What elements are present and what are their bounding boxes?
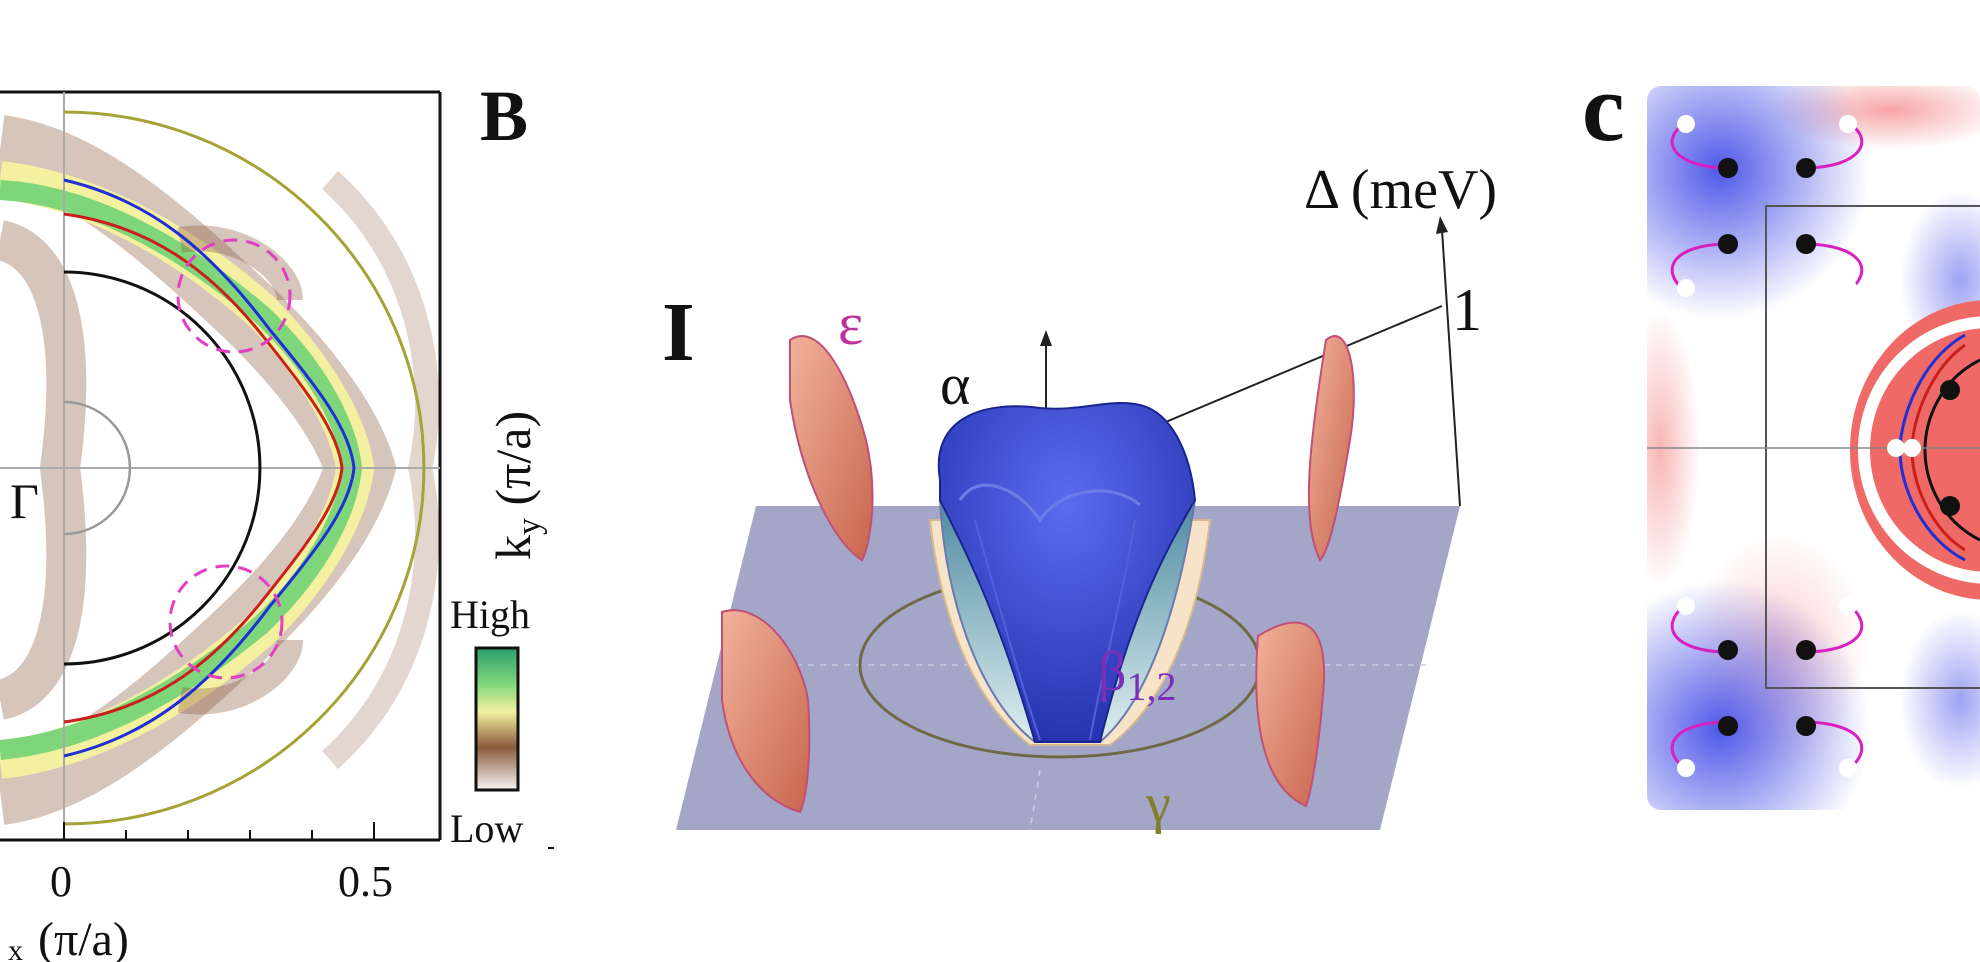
colorbar xyxy=(474,646,520,792)
band-gamma-label: γ xyxy=(1145,773,1171,835)
panel-c-label: c xyxy=(1582,54,1625,161)
gamma-circle xyxy=(63,400,132,536)
dashed-circle-top xyxy=(176,238,292,354)
x-tick-0.5: 0.5 xyxy=(338,857,393,906)
black-arc xyxy=(63,270,262,666)
epsilon-pocket-front-left xyxy=(721,609,811,814)
dashed-circle-bottom xyxy=(168,564,284,680)
gamma-point-label: Γ xyxy=(10,473,39,529)
x-axis-unit: (π/a) xyxy=(38,913,129,962)
panel-roman-label: I xyxy=(662,286,695,379)
z-axis-label: Δ (meV) xyxy=(1304,159,1497,221)
red-curve xyxy=(63,212,344,724)
white-nodes xyxy=(1677,115,1921,777)
red-region-center xyxy=(1850,300,1980,600)
outer-arc xyxy=(63,110,426,826)
y-axis-label: ky (π/a) xyxy=(485,411,548,560)
x-tick-0: 0 xyxy=(50,857,72,906)
colorbar-high-label: High xyxy=(450,592,530,637)
black-nodes xyxy=(1718,158,1960,736)
gap-axis-right xyxy=(1441,229,1461,507)
epsilon-pocket-front-right xyxy=(1255,621,1326,808)
panel-c-gap-symmetry-map: c xyxy=(1582,54,1980,810)
epsilon-pocket-back-left xyxy=(789,335,874,562)
band-epsilon-label: ε xyxy=(838,291,863,357)
blue-curve xyxy=(63,178,356,758)
band-alpha-label: α xyxy=(940,352,970,417)
panel-b-label: B xyxy=(480,76,528,156)
epsilon-pocket-back-right xyxy=(1307,335,1355,562)
x-axis-label-partial: x xyxy=(8,934,23,962)
colorbar-low-label: Low xyxy=(450,806,523,851)
panel-b-gap-3d: B I ε α β1,2 γ Δ (meV) 1 xyxy=(480,76,1566,835)
node-arcs xyxy=(1670,122,1864,770)
z-axis-tick-1: 1 xyxy=(1452,277,1482,343)
panel-a-arpes-map: 0 0.5 Γ x (π/a) ky (π/a) High Low xyxy=(0,90,554,962)
band-beta-label: β1,2 xyxy=(1098,641,1177,709)
